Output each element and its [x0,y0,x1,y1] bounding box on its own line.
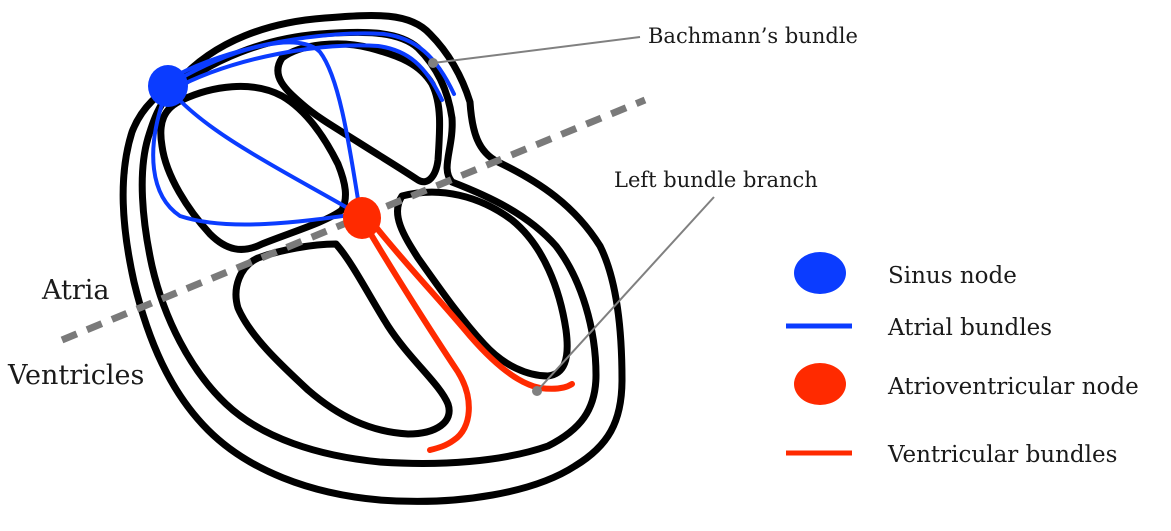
legend-label-atrial-bundles: Atrial bundles [887,315,1052,341]
left-bundle-branch-label: Left bundle branch [614,168,818,192]
legend-item-ventricular-bundles: Ventricular bundles [786,442,1117,468]
left-bundle-callout-dot [532,386,542,396]
bachmann-callout-dot [428,58,438,68]
legend-label-av-node: Atrioventricular node [887,374,1139,400]
bachmann-label: Bachmann’s bundle [648,24,858,48]
legend-label-ventricular-bundles: Ventricular bundles [887,442,1117,468]
heart-inner-wall [142,32,596,463]
atrioventricular-node [343,197,381,239]
legend-item-sinus-node: Sinus node [794,252,1017,294]
ventricles-label: Ventricles [7,360,144,391]
legend: Sinus node Atrial bundles Atrioventricul… [786,252,1139,468]
sinus-node [148,65,188,107]
blue-ellipse-icon [794,252,846,294]
legend-label-sinus-node: Sinus node [888,263,1017,289]
left-bundle-callout-line [537,197,714,391]
red-ellipse-icon [794,363,846,405]
legend-item-av-node: Atrioventricular node [794,363,1139,405]
legend-item-atrial-bundles: Atrial bundles [786,315,1052,341]
left-bundle-branch [372,222,572,389]
bachmann-callout-line [433,37,640,63]
atria-label: Atria [41,275,110,306]
